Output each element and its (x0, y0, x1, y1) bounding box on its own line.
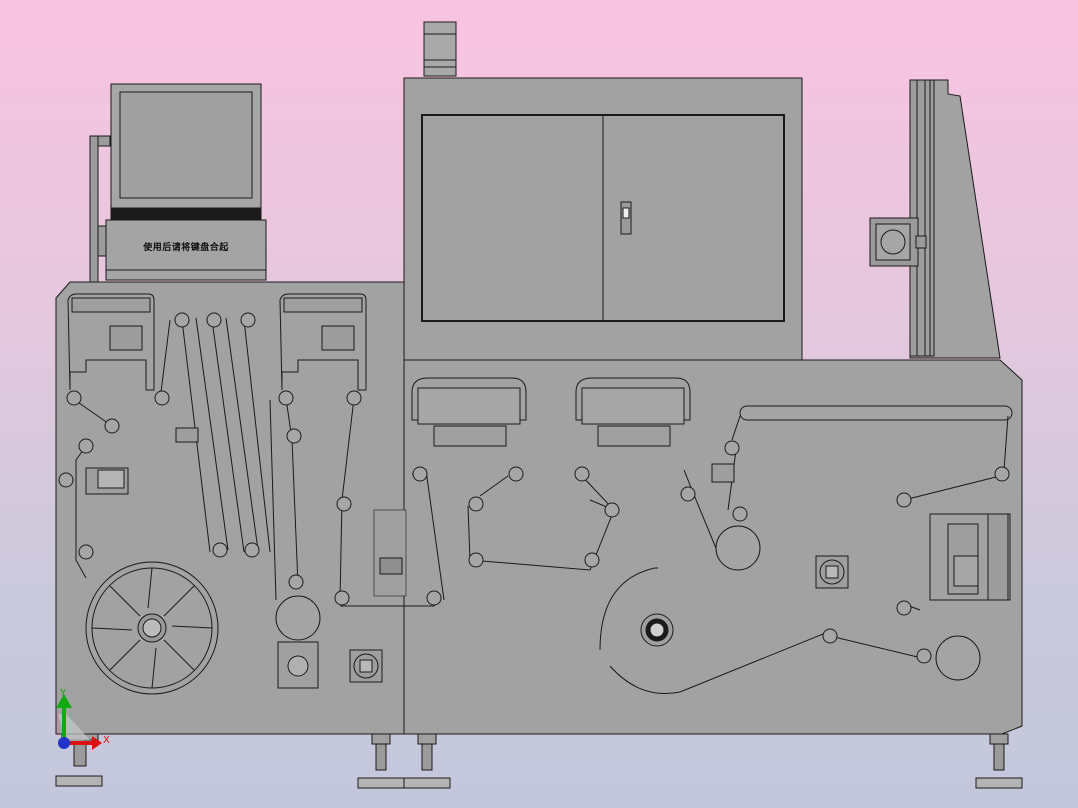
leveling-feet (55, 733, 1023, 789)
center-guards (411, 377, 691, 447)
axis-y-label: Y (60, 688, 67, 699)
top-beam (739, 405, 1013, 421)
drums (275, 525, 981, 681)
unwind-reel (85, 561, 219, 695)
center-hub (640, 613, 674, 647)
axis-y-arrow (62, 706, 66, 740)
motors (85, 427, 849, 689)
left-guards (67, 293, 367, 391)
signal-tower (423, 21, 457, 77)
idler-rollers (58, 312, 1010, 664)
axis-x-arrow (64, 741, 94, 745)
monitor-assembly (89, 83, 267, 283)
axis-x-label: X (103, 735, 110, 746)
keyboard-case-label: 使用后请将键盘合起 (143, 243, 229, 253)
axis-triad (56, 694, 102, 750)
rail-column (869, 79, 1001, 359)
slider-module (929, 513, 1011, 601)
axis-origin (58, 737, 70, 749)
control-cabinet (403, 77, 803, 361)
